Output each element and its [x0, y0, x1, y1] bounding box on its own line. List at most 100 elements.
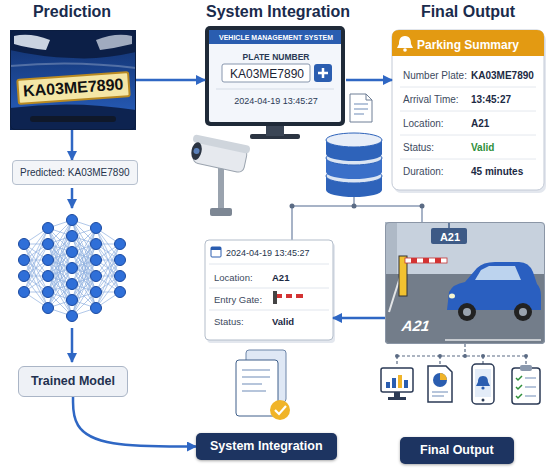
phone-alert-icon — [472, 364, 494, 404]
connector-arrow — [346, 79, 392, 82]
field-value: Valid — [471, 141, 494, 154]
network-link — [96, 244, 120, 292]
dashboard-icon — [381, 368, 413, 392]
status-card-background — [205, 240, 335, 343]
camera-icon — [210, 208, 232, 216]
parking-scene — [385, 222, 397, 274]
phone-alert-icon — [481, 386, 484, 389]
summary-card-background — [392, 30, 544, 190]
network-link — [24, 228, 48, 276]
stage-title: Final Output — [420, 443, 494, 458]
document-icon — [366, 94, 372, 100]
parking-scene — [435, 258, 441, 263]
checklist-icon — [512, 368, 540, 404]
network-link — [24, 244, 48, 292]
dashboard-icon — [381, 368, 413, 400]
network-neuron — [43, 303, 54, 314]
parking-scene — [463, 308, 471, 316]
network-neuron — [91, 303, 102, 314]
report-icon — [428, 366, 452, 402]
car-photo — [10, 30, 136, 58]
plate-photo: KA03ME7890 — [10, 30, 136, 130]
network-neuron — [67, 231, 78, 242]
network-neuron — [43, 255, 54, 266]
screen-header: VEHICLE MANAGEMENT SYSTEM — [210, 32, 342, 44]
field-value: KA03ME7890 — [471, 69, 534, 82]
document-icon — [350, 94, 372, 122]
network-neuron — [19, 271, 30, 282]
stage-box: Final Output — [400, 437, 514, 464]
field-label: Status: — [403, 141, 434, 154]
field-value: 13:45:27 — [471, 93, 511, 106]
network-neuron — [67, 215, 78, 226]
field-label: Location: — [214, 271, 253, 284]
car-photo — [10, 104, 136, 130]
field-label: Location: — [403, 117, 444, 130]
network-neuron — [67, 311, 78, 322]
bay-sign: A21 — [432, 230, 468, 244]
monitor — [314, 64, 332, 82]
camera-icon — [193, 147, 200, 154]
phone-alert-icon — [472, 364, 494, 404]
checklist-icon — [516, 376, 522, 398]
camera-icon — [190, 141, 204, 161]
field-label: Number Plate: — [403, 69, 467, 82]
connector-arrow — [333, 317, 385, 320]
car-photo — [10, 30, 136, 130]
parking-scene — [385, 222, 545, 344]
network-neuron — [91, 239, 102, 250]
document-icon — [350, 94, 372, 122]
status-card-background — [211, 247, 221, 257]
card-title: Parking Summary — [417, 38, 519, 52]
field-label: Entry Gate: — [214, 293, 262, 306]
output-tree — [438, 354, 442, 358]
column-heading: Final Output — [421, 3, 515, 21]
parking-scene-panel: A21A21 — [385, 222, 545, 344]
checklist-icon — [525, 378, 536, 396]
summary-card-background — [392, 30, 546, 193]
status-card-background — [282, 294, 286, 298]
dashboard-icon — [386, 382, 390, 388]
field-label: PLATE NUMBER — [210, 51, 342, 63]
stage-title: System Integration — [210, 439, 323, 454]
plate-field: KA03ME7890 — [223, 66, 311, 82]
network-neuron — [115, 239, 126, 250]
status-card-background — [209, 264, 329, 310]
field-label: Status: — [214, 315, 244, 328]
output-tree — [463, 354, 467, 358]
network-link — [24, 244, 48, 292]
summary-card-background — [403, 48, 407, 52]
parking-scene — [423, 258, 429, 263]
monitor — [205, 26, 345, 139]
field-value: A21 — [471, 117, 489, 130]
license-plate: KA03ME7890 — [16, 71, 130, 105]
parking-scene — [449, 294, 455, 299]
connector-arrow — [71, 130, 74, 160]
document-icon — [354, 104, 368, 114]
status-card-background — [273, 291, 277, 304]
car-photo — [30, 116, 116, 122]
network-neuron — [19, 255, 30, 266]
dashboard-icon — [404, 380, 408, 388]
model-title: Trained Model — [31, 374, 115, 389]
timestamp: 2024-04-19 13:45:27 — [210, 95, 342, 107]
connector-arrow — [136, 79, 205, 82]
network-neuron — [91, 223, 102, 234]
flow-arrow — [71, 328, 74, 362]
field-label: Arrival Time: — [403, 93, 459, 106]
model-box: Trained Model — [18, 366, 128, 397]
network-neuron — [91, 271, 102, 282]
column-heading: System Integration — [206, 3, 350, 21]
network-neuron — [43, 287, 54, 298]
status-card: 2024-04-19 13:45:27Location:A21Entry Gat… — [205, 240, 333, 340]
network-neuron — [67, 295, 78, 306]
bay-marking: A21 — [401, 317, 431, 335]
timestamp: 2024-04-19 13:45:27 — [226, 247, 310, 259]
report-icon — [440, 373, 447, 380]
network-neuron — [43, 271, 54, 282]
field-value: 45 minutes — [471, 165, 523, 178]
report-icon — [433, 373, 447, 387]
network-neuron — [115, 271, 126, 282]
network-link — [96, 244, 120, 292]
dashboard-icon — [392, 378, 396, 388]
